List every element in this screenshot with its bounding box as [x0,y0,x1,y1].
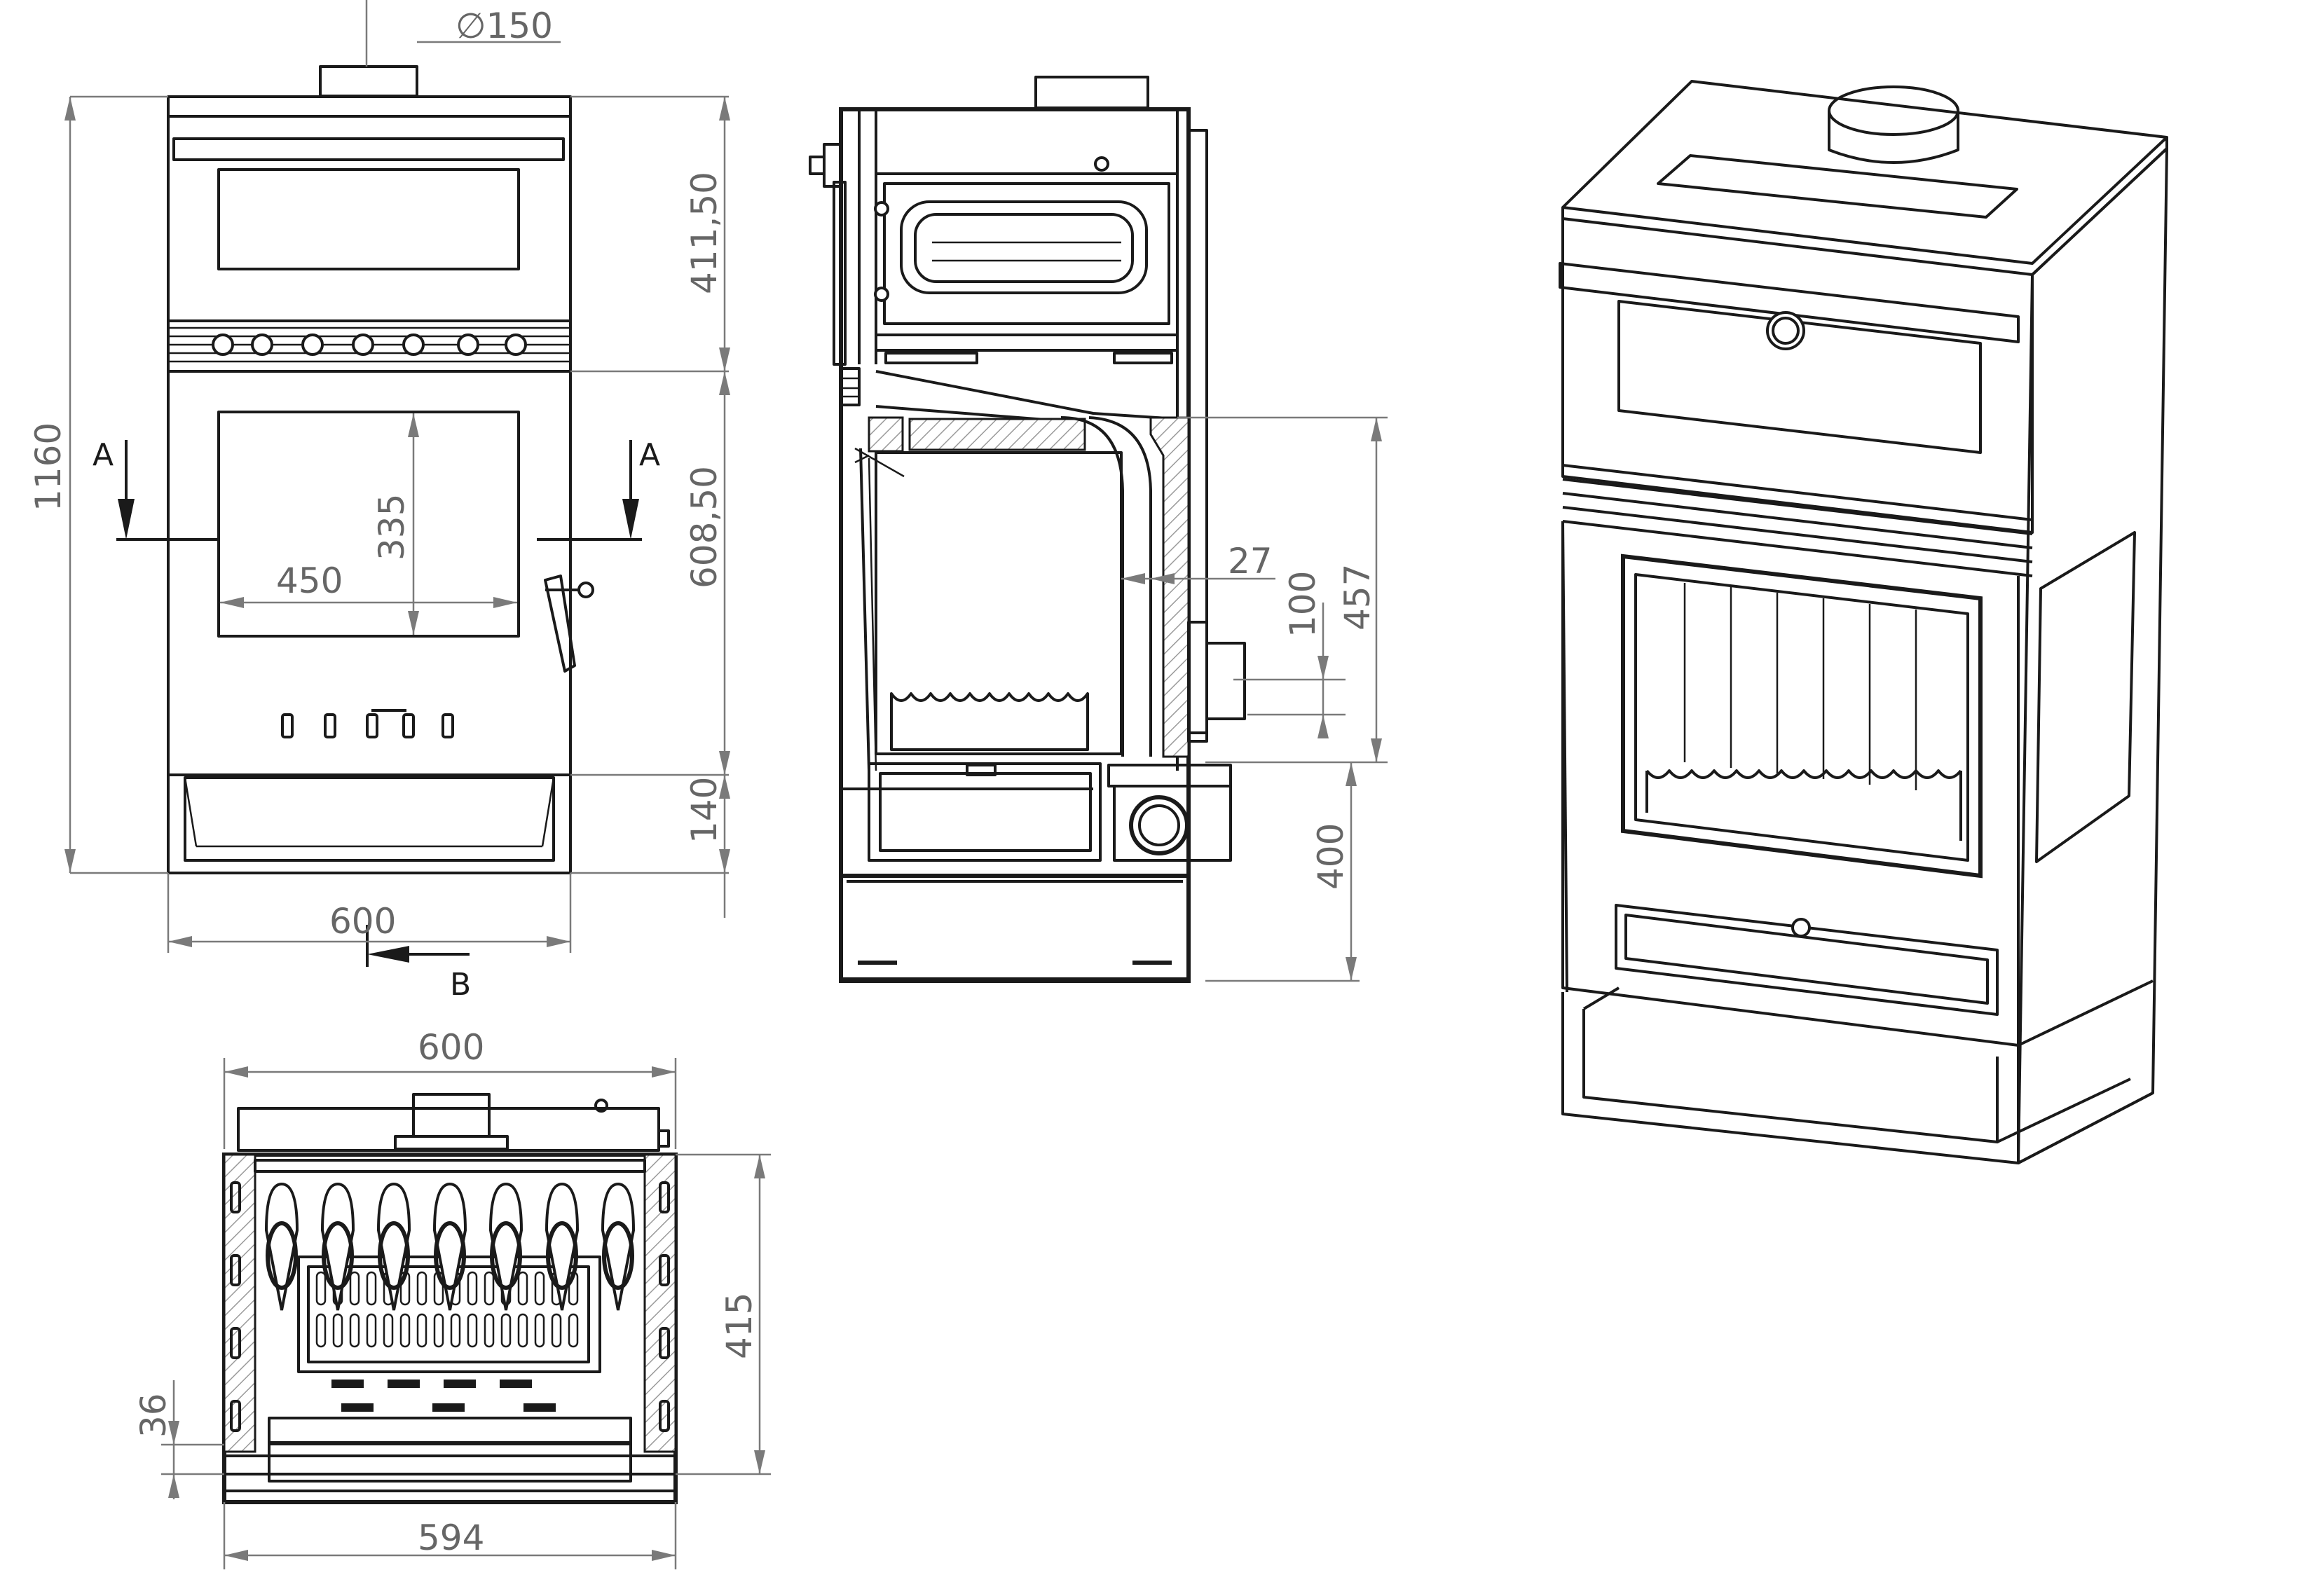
flue-diameter-label: ∅150 [456,6,553,46]
vent-grille [168,326,570,363]
section-label-right: A [639,437,660,473]
top-inner-width-label: 594 [418,1518,484,1558]
firebox-height-label: 608,50 [684,466,725,589]
bottom-height-label: 400 [1310,823,1351,890]
isometric-view [1559,80,2168,1164]
base-height-label: 140 [684,777,725,844]
pipe-offset-label: 27 [1228,541,1273,582]
view-label-b: B [450,967,471,1003]
inlet-center-label: 457 [1337,564,1378,631]
inlet-height-label: 100 [1282,571,1323,638]
front-view: A A B ∅150 1160 411,50 608,50 140 [28,0,730,1003]
glass-width-label: 450 [276,560,343,601]
oven-height-label: 411,50 [684,172,725,294]
front-width-label: 600 [329,901,396,942]
top-width-label: 600 [418,1027,484,1068]
log-holder-fingers [264,1182,636,1311]
total-height-label: 1160 [28,422,69,511]
glass-height-label: 335 [371,494,412,560]
section-label-left: A [93,437,114,473]
door-handle [544,575,594,673]
side-section-view: 457 100 400 27 [809,76,1388,983]
front-margin-label: 36 [133,1393,174,1438]
top-view: 600 594 415 36 [133,1027,771,1569]
top-depth-label: 415 [719,1293,760,1359]
